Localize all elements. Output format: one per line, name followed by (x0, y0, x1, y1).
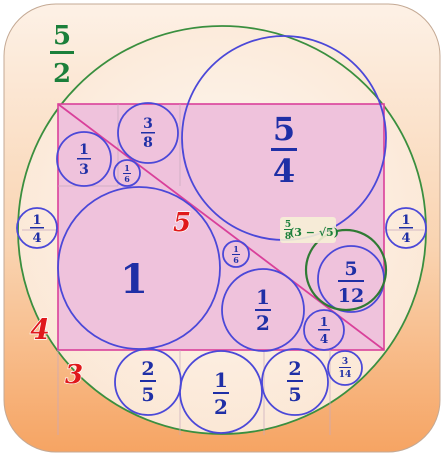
label-one-sixth-top-den: 6 (124, 174, 130, 184)
label-three-fourteenths-den: 14 (339, 370, 352, 380)
circle-two-fifths-right (261, 348, 329, 416)
label-half-mid-den: 2 (256, 311, 270, 335)
label-side-four: 4 (30, 313, 49, 346)
label-quarter-left: 1 4 (30, 213, 44, 246)
label-half-bottom-den: 2 (214, 395, 228, 419)
label-inner-expression-den: 8 (285, 232, 291, 242)
circle-three-eighths (117, 102, 179, 164)
circle-quarter-small (303, 309, 345, 351)
label-three-eighths-num: 3 (143, 116, 153, 132)
label-five-quarters-den: 4 (273, 152, 295, 190)
label-quarter-small-num: 1 (320, 315, 328, 329)
label-half-mid-num: 1 (256, 285, 270, 309)
label-five-quarters-num: 5 (273, 110, 295, 148)
label-two-fifths-left-num: 2 (141, 358, 154, 380)
circle-inner-expression (304, 228, 388, 312)
label-outer-radius-num: 5 (53, 21, 71, 51)
label-two-fifths-left-den: 5 (141, 384, 154, 406)
label-quarter-right-den: 4 (401, 231, 410, 246)
label-one-third: 1 3 (77, 142, 91, 178)
label-half-mid: 1 2 (255, 285, 271, 335)
label-half-bottom-num: 1 (214, 368, 228, 392)
label-quarter-right: 1 4 (399, 213, 413, 246)
label-quarter-small-den: 4 (320, 332, 328, 346)
label-three-eighths-den: 8 (143, 135, 153, 151)
label-one-third-num: 1 (79, 142, 89, 158)
circle-one-third (56, 131, 112, 187)
label-five-twelfths: 5 12 (338, 258, 364, 307)
label-five-twelfths-num: 5 (344, 258, 357, 280)
label-circle-one: 1 (120, 256, 148, 303)
label-inner-expression-num: 5 (285, 220, 291, 230)
label-outer-radius-den: 2 (53, 59, 71, 89)
circle-quarter-left (16, 207, 58, 249)
circle-one-sixth-mid (222, 240, 250, 268)
circle-half-bottom (179, 350, 263, 434)
label-quarter-right-num: 1 (401, 213, 410, 228)
label-quarter-left-num: 1 (32, 213, 41, 228)
label-five-twelfths-den: 12 (338, 285, 364, 307)
label-one-sixth-top: 1 6 (123, 163, 131, 184)
label-side-three: 3 (65, 360, 83, 390)
label-half-bottom: 1 2 (213, 368, 229, 419)
label-one-sixth-top-num: 1 (124, 163, 130, 173)
label-two-fifths-right-num: 2 (288, 358, 301, 380)
label-two-fifths-right: 2 5 (287, 358, 303, 406)
label-quarter-small: 1 4 (318, 315, 330, 346)
label-five-quarters: 5 4 (271, 110, 297, 190)
circle-quarter-right (385, 207, 427, 249)
label-one-sixth-mid-den: 6 (233, 255, 239, 265)
label-three-eighths: 3 8 (141, 116, 155, 151)
label-inner-expression: 5 8 (3 − √5) (280, 217, 339, 243)
label-one-sixth-mid-num: 1 (233, 244, 239, 254)
circle-half-mid (221, 268, 305, 352)
label-inner-expression-body: (3 − √5) (289, 226, 339, 239)
label-two-fifths-left: 2 5 (140, 358, 156, 406)
label-two-fifths-right-den: 5 (288, 384, 301, 406)
label-three-fourteenths-num: 3 (342, 357, 348, 367)
label-one-sixth-mid: 1 6 (232, 244, 240, 265)
circle-one-sixth-top (113, 159, 141, 187)
diagonal-line (57, 103, 385, 351)
label-quarter-left-den: 4 (32, 231, 41, 246)
label-three-fourteenths: 3 14 (339, 357, 352, 380)
circle-one (57, 186, 221, 350)
label-outer-radius: 5 2 (50, 21, 74, 89)
label-side-five: 5 (173, 208, 191, 238)
circle-three-fourteenths (327, 350, 363, 386)
label-one-third-den: 3 (79, 162, 89, 178)
